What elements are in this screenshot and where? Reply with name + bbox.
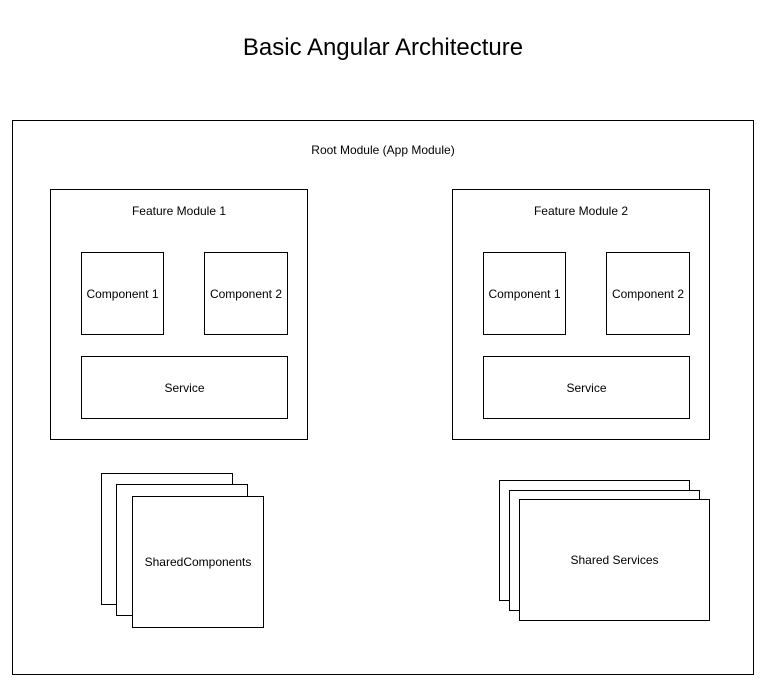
feature-module-1-component-2: Component 2 bbox=[204, 252, 288, 335]
feature-module-2-service: Service bbox=[483, 356, 690, 419]
shared-components: SharedComponents bbox=[132, 496, 264, 628]
feature-module-1-service: Service bbox=[81, 356, 288, 419]
shared-services: Shared Services bbox=[519, 499, 710, 621]
feature-module-2-component-2: Component 2 bbox=[606, 252, 690, 335]
feature-module-2-component-1: Component 1 bbox=[483, 252, 566, 335]
diagram-title: Basic Angular Architecture bbox=[242, 34, 524, 61]
feature-module-2-label: Feature Module 2 bbox=[533, 204, 629, 218]
feature-module-1-component-1: Component 1 bbox=[81, 252, 164, 335]
feature-module-1-label: Feature Module 1 bbox=[131, 204, 227, 218]
root-module-label: Root Module (App Module) bbox=[311, 143, 455, 157]
